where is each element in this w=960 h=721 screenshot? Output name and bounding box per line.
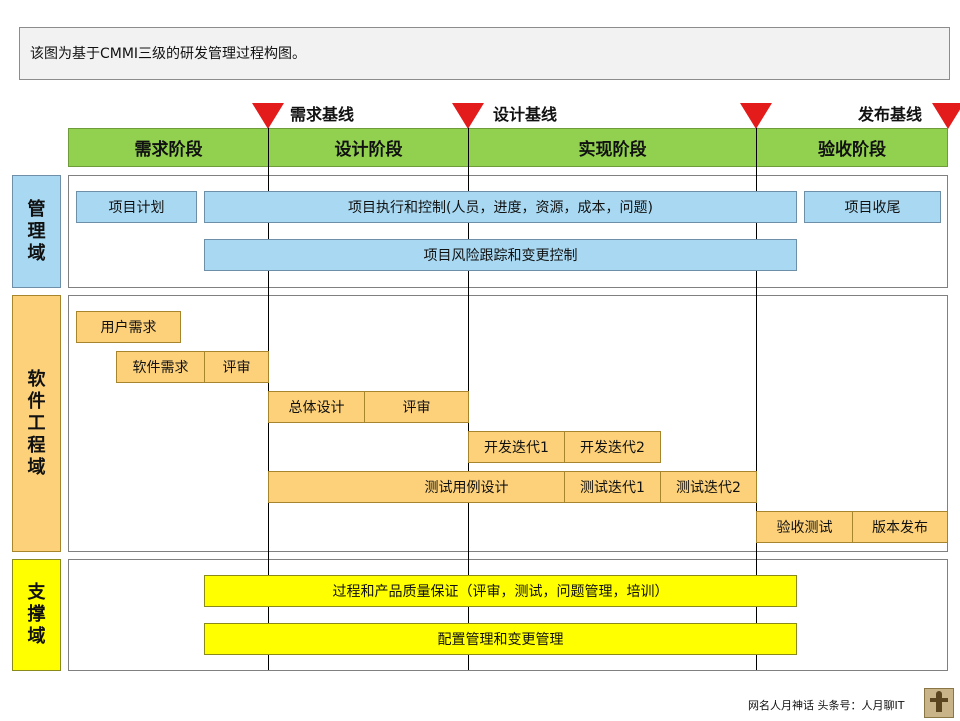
phase-implementation: 实现阶段	[468, 128, 757, 167]
phase-requirements: 需求阶段	[68, 128, 269, 167]
risk-tracking-box: 项目风险跟踪和变更控制	[204, 239, 797, 271]
description-text: 该图为基于CMMI三级的研发管理过程构图。	[30, 46, 307, 62]
version-release-box: 版本发布	[852, 511, 948, 543]
release-baseline-marker-icon	[740, 103, 772, 129]
footer-credit: 网名人月神话 头条号：人月聊IT	[748, 699, 905, 712]
dev-iteration-2-box: 开发迭代2	[564, 431, 661, 463]
author-logo-icon	[924, 688, 954, 718]
test-iteration-2-box: 测试迭代2	[660, 471, 757, 503]
domain-label-management: 管理域	[12, 175, 61, 288]
engineering-domain-frame	[68, 295, 948, 552]
domain-label-engineering: 软件工程域	[12, 295, 61, 552]
user-requirements-box: 用户需求	[76, 311, 181, 343]
project-closure-box: 项目收尾	[804, 191, 941, 223]
requirements-review-box: 评审	[204, 351, 269, 383]
release-baseline-label: 发布基线	[858, 105, 923, 124]
test-case-design-box: 测试用例设计	[268, 471, 565, 503]
test-iteration-1-box: 测试迭代1	[564, 471, 661, 503]
design-baseline-label: 设计基线	[493, 105, 558, 124]
requirements-baseline-label: 需求基线	[290, 105, 355, 124]
domain-label-support-text: 支撑域	[27, 582, 46, 647]
project-plan-box: 项目计划	[76, 191, 197, 223]
domain-label-management-text: 管理域	[27, 198, 46, 264]
domain-label-support: 支撑域	[12, 559, 61, 671]
release-baseline-marker-right-icon	[932, 103, 960, 129]
dev-iteration-1-box: 开发迭代1	[468, 431, 565, 463]
design-baseline-marker-icon	[452, 103, 484, 129]
description-box: 该图为基于CMMI三级的研发管理过程构图。	[19, 27, 950, 80]
overall-design-box: 总体设计	[268, 391, 365, 423]
acceptance-test-box: 验收测试	[756, 511, 853, 543]
phase-acceptance: 验收阶段	[756, 128, 948, 167]
requirements-baseline-marker-icon	[252, 103, 284, 129]
release-baseline-divider	[756, 128, 757, 670]
configuration-management-box: 配置管理和变更管理	[204, 623, 797, 655]
software-requirements-box: 软件需求	[116, 351, 205, 383]
domain-label-engineering-text: 软件工程域	[27, 368, 46, 478]
project-execution-box: 项目执行和控制(人员，进度，资源，成本，问题)	[204, 191, 797, 223]
quality-assurance-box: 过程和产品质量保证（评审，测试，问题管理，培训）	[204, 575, 797, 607]
design-review-box: 评审	[364, 391, 469, 423]
phase-design: 设计阶段	[268, 128, 469, 167]
